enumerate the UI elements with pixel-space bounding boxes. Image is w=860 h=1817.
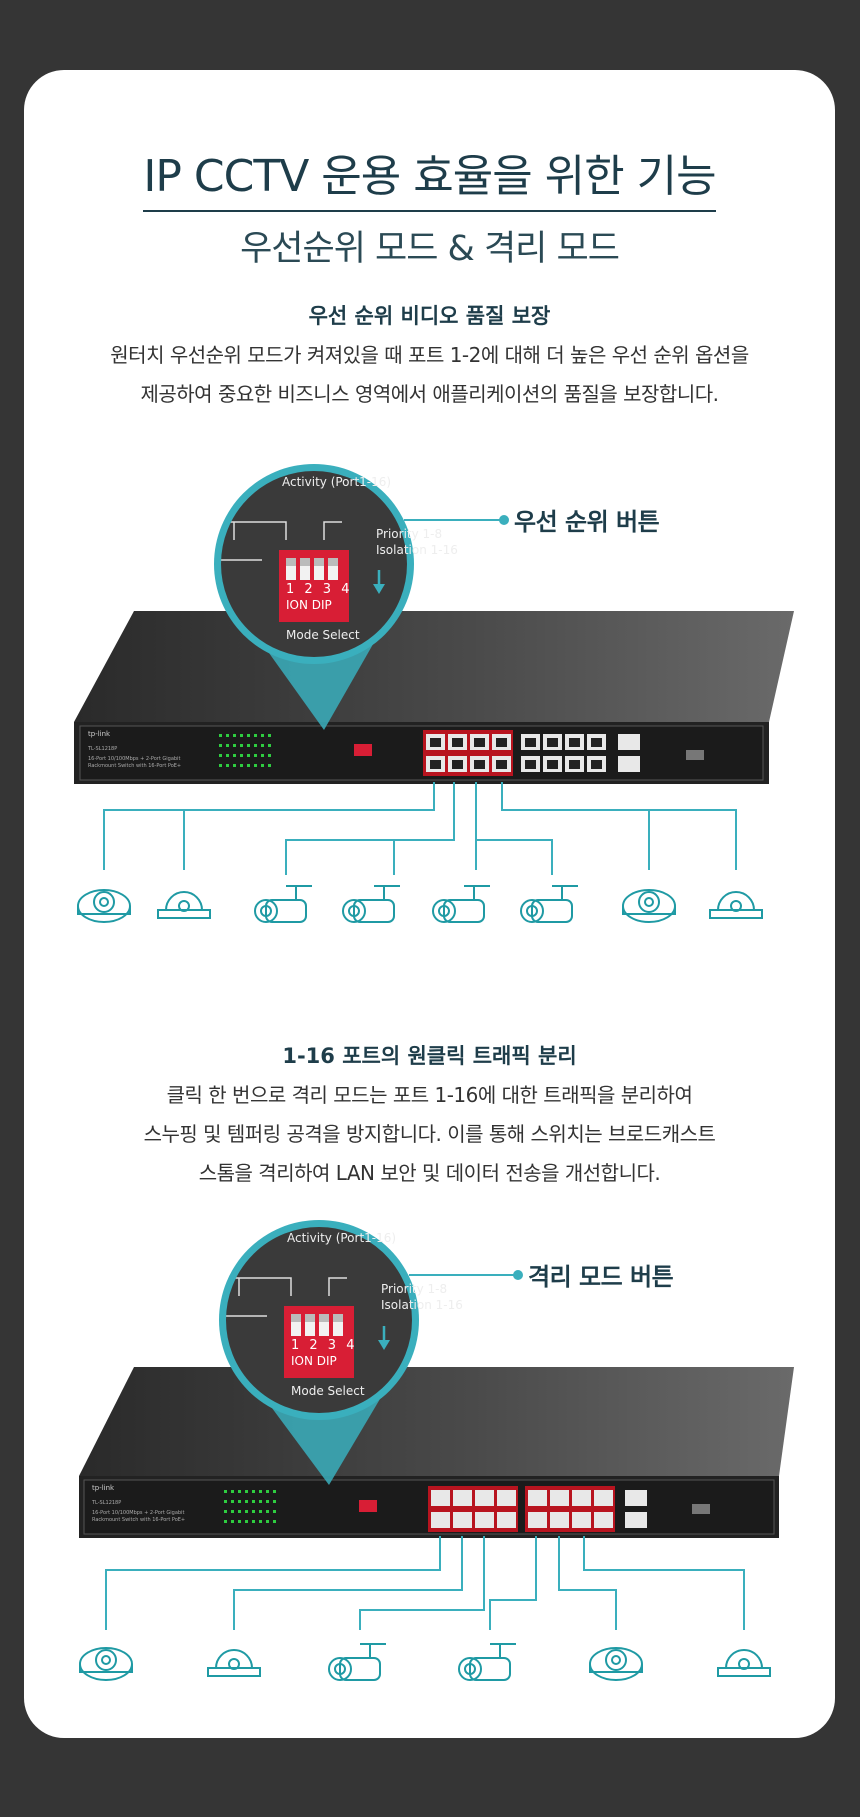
priority-button-callout: 우선 순위 버튼: [514, 508, 660, 536]
dip-label-2: ION DIP: [291, 1354, 337, 1368]
switch-device-2: [79, 1367, 794, 1538]
magnifier-1: [214, 464, 509, 664]
section2-line: 스누핑 및 템퍼링 공격을 방지합니다. 이를 통해 스위치는 브로드캐스트: [143, 1122, 716, 1146]
camera-row-1: [77, 885, 763, 923]
bullet-camera-icon: [458, 1643, 516, 1681]
dome-camera-icon: [77, 889, 131, 923]
section2-line: 스톰을 격리하여 LAN 보안 및 데이터 전송을 개선합니다.: [198, 1161, 661, 1185]
isolation-button-callout: 격리 모드 버튼: [528, 1263, 674, 1291]
magnifier-cone: [229, 1350, 409, 1485]
magnifier-2: [219, 1220, 523, 1420]
device-desc-1: 16-Port 10/100Mbps + 2-Port Gigabit: [88, 756, 181, 762]
brand-logo-2: tp-link: [92, 1484, 115, 1492]
device-model-1: TL-SL1218P: [88, 746, 118, 752]
dome-camera-icon: [79, 1647, 133, 1681]
priority-label-1: Priority 1-8: [376, 527, 443, 541]
section2-heading: 1-16 포트의 원클릭 트래픽 분리: [282, 1044, 577, 1068]
port-block-1: [423, 730, 704, 776]
isolation-label-1: Isolation 1-16: [376, 543, 458, 557]
bullet-camera-icon: [254, 885, 312, 923]
dip-numbers-1: 1 2 3 4: [286, 582, 353, 597]
section2-line: 클릭 한 번으로 격리 모드는 포트 1-16에 대한 트래픽을 분리하여: [166, 1083, 693, 1107]
priority-label-2: Priority 1-8: [381, 1282, 448, 1296]
device-model-2: TL-SL1218P: [92, 1500, 122, 1506]
cables-2: [105, 1536, 745, 1630]
device-desc2-2: Rackmount Switch with 16-Port PoE+: [92, 1517, 186, 1523]
camera-row-2: [79, 1643, 771, 1681]
device-desc2-1: Rackmount Switch with 16-Port PoE+: [88, 763, 182, 769]
page-header: IP CCTV 운용 효율을 위한 기능 우선순위 모드 & 격리 모드: [24, 140, 835, 271]
dip-numbers-2: 1 2 3 4: [291, 1338, 358, 1353]
section2-text: 클릭 한 번으로 격리 모드는 포트 1-16에 대한 트래픽을 분리하여 스누…: [24, 1076, 835, 1193]
device-desc-2: 16-Port 10/100Mbps + 2-Port Gigabit: [92, 1510, 185, 1516]
bullet-camera-icon: [432, 885, 490, 923]
bullet-camera-icon: [520, 885, 578, 923]
dip-switch-small-2: [359, 1500, 377, 1512]
bullet-camera-icon: [328, 1643, 386, 1681]
mode-select-label-2: Mode Select: [291, 1384, 365, 1398]
page-title: IP CCTV 운용 효율을 위한 기능: [143, 140, 717, 212]
dome-camera-icon: [622, 889, 676, 923]
content-card: IP CCTV 운용 효율을 위한 기능 우선순위 모드 & 격리 모드 우선 …: [24, 70, 835, 1738]
activity-label-2: Activity (Port1-16): [287, 1231, 397, 1245]
isolation-label-2: Isolation 1-16: [381, 1298, 463, 1312]
dome-camera-icon: [709, 891, 763, 919]
dip-label-1: ION DIP: [286, 598, 332, 612]
section1-line: 제공하여 중요한 비즈니스 영역에서 애플리케이션의 품질을 보장합니다.: [140, 382, 719, 406]
mode-select-label-1: Mode Select: [286, 628, 360, 642]
led-array-2: [224, 1490, 276, 1523]
port-block-2: [428, 1486, 710, 1532]
cables-1: [103, 782, 737, 875]
section1-text: 원터치 우선순위 모드가 켜져있을 때 포트 1-2에 대해 더 높은 우선 순…: [24, 336, 835, 414]
dip-switch-small-1: [354, 744, 372, 756]
dome-camera-icon: [589, 1647, 643, 1681]
led-array-1: [219, 734, 271, 767]
section1-line: 원터치 우선순위 모드가 켜져있을 때 포트 1-2에 대해 더 높은 우선 순…: [110, 343, 749, 367]
section1-heading: 우선 순위 비디오 품질 보장: [308, 304, 551, 328]
dome-camera-icon: [207, 1649, 261, 1677]
activity-label-1: Activity (Port1-16): [282, 475, 392, 489]
bullet-camera-icon: [342, 885, 400, 923]
switch-device-1: [74, 611, 794, 784]
dome-camera-icon: [717, 1649, 771, 1677]
dome-camera-icon: [157, 891, 211, 919]
brand-logo-1: tp-link: [88, 730, 111, 738]
page-subtitle: 우선순위 모드 & 격리 모드: [240, 229, 620, 269]
